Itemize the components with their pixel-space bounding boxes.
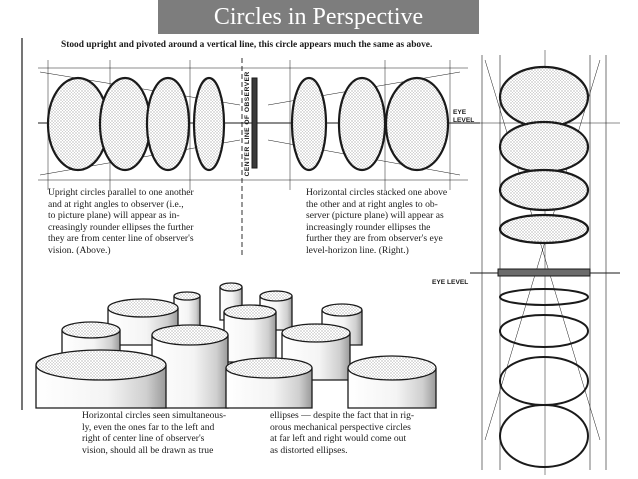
caption-horizontal-stacked: Horizontal circles stacked one above the… — [306, 187, 448, 256]
stacked-ellipse-1 — [498, 65, 590, 129]
header-caption: Stood upright and pivoted around a verti… — [61, 40, 433, 50]
upright-ellipse-5 — [290, 76, 328, 172]
stacked-ellipse-6 — [499, 314, 589, 348]
caption-cylinders-left: Horizontal circles seen simultaneous- ly… — [82, 410, 227, 456]
eye-level-label-lower: EYE LEVEL — [432, 279, 469, 286]
upright-circles-group — [38, 60, 480, 190]
upright-ellipse-6 — [337, 76, 387, 172]
upright-ellipse-4 — [192, 76, 226, 172]
upright-ellipse-2 — [98, 76, 152, 172]
page-title: Circles in Perspective — [158, 0, 479, 34]
stacked-ellipse-7 — [499, 356, 589, 406]
stacked-edge-circle — [497, 268, 591, 277]
edge-on-circle — [251, 77, 258, 169]
stacked-ellipse-5 — [499, 288, 589, 306]
upright-ellipse-3 — [145, 76, 191, 172]
caption-cylinders-right: ellipses — despite the fact that in rig-… — [270, 410, 415, 456]
caption-upright-circles: Upright circles parallel to one another … — [48, 187, 194, 256]
stacked-ellipse-4 — [498, 213, 590, 245]
upright-ellipse-7 — [384, 76, 450, 172]
stacked-circles-group — [470, 50, 620, 475]
stacked-ellipse-3 — [498, 168, 590, 212]
cylinders-group — [35, 282, 437, 409]
stacked-ellipse-8 — [499, 404, 589, 468]
stacked-ellipse-2 — [498, 120, 590, 174]
eye-level-label-upper: EYE LEVEL — [453, 109, 475, 124]
center-line-label: CENTER LINE OF OBSERVER — [244, 71, 252, 177]
